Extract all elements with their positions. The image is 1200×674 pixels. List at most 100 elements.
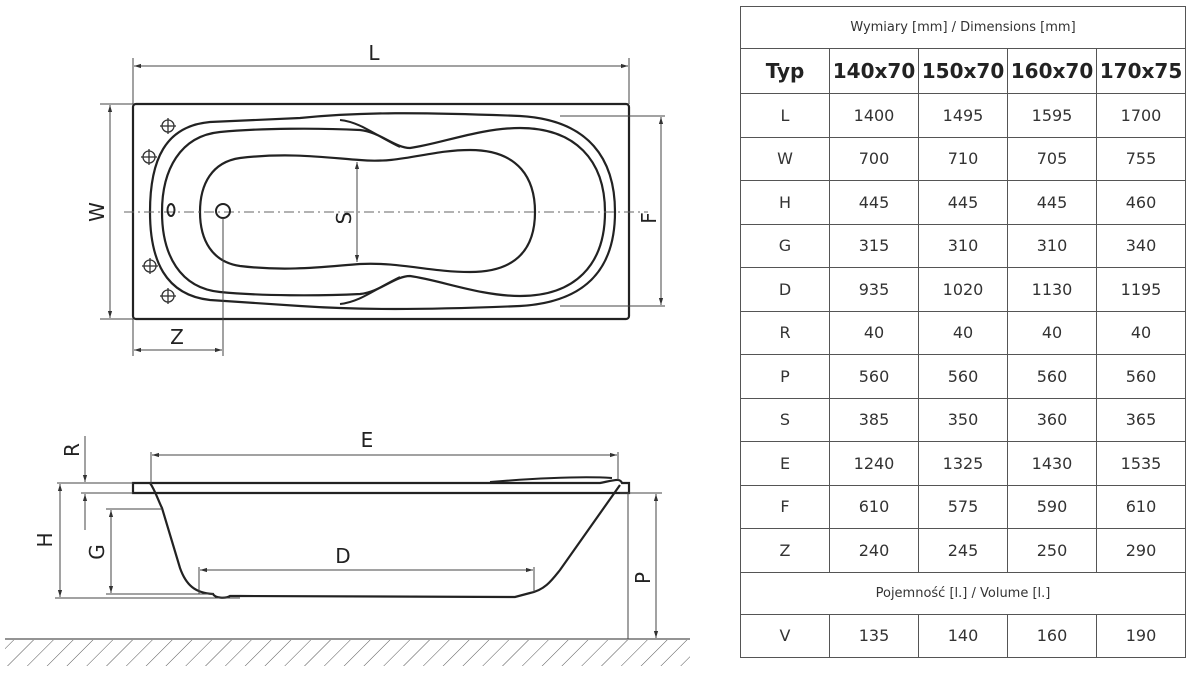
- cell: 445: [829, 180, 919, 225]
- cell: 1700: [1096, 93, 1186, 138]
- cell: 190: [1096, 613, 1186, 658]
- cell: 705: [1007, 136, 1097, 181]
- cell: 40: [1007, 310, 1097, 355]
- cell: 575: [918, 484, 1008, 529]
- cell: 365: [1096, 397, 1186, 442]
- param-label: V: [740, 613, 830, 658]
- dimension-d: [198, 567, 535, 594]
- cell: 40: [829, 310, 919, 355]
- side-view: E D R H G P: [5, 428, 690, 666]
- header-model: 140x70: [829, 48, 919, 94]
- param-label: F: [740, 484, 830, 529]
- dimension-w: [100, 103, 133, 320]
- cell: 40: [918, 310, 1008, 355]
- volume-title: Pojemność [l.] / Volume [l.]: [740, 571, 1186, 615]
- param-label: W: [740, 136, 830, 181]
- cell: 250: [1007, 528, 1097, 573]
- cell: 560: [1096, 354, 1186, 399]
- cell: 240: [829, 528, 919, 573]
- cell: 935: [829, 267, 919, 312]
- dimension-l: [132, 58, 630, 104]
- param-label: D: [740, 267, 830, 312]
- cell: 1535: [1096, 441, 1186, 486]
- param-label: Z: [740, 528, 830, 573]
- overflow-icon: [166, 203, 176, 217]
- cell: 315: [829, 223, 919, 268]
- cell: 445: [918, 180, 1008, 225]
- dimension-z: [132, 218, 224, 356]
- cell: 245: [918, 528, 1008, 573]
- label-r: R: [60, 443, 84, 457]
- dimensions-title: Wymiary [mm] / Dimensions [mm]: [740, 6, 1186, 49]
- param-label: R: [740, 310, 830, 355]
- header-model: 150x70: [918, 48, 1008, 94]
- label-w: W: [85, 202, 109, 222]
- dimension-e: [150, 452, 619, 484]
- cell: 1020: [918, 267, 1008, 312]
- drain-icon: [215, 203, 231, 219]
- cell: 1130: [1007, 267, 1097, 312]
- dimension-p: [620, 492, 662, 639]
- cell: 1240: [829, 441, 919, 486]
- cell: 755: [1096, 136, 1186, 181]
- dimension-r: [57, 436, 133, 530]
- cell: 1495: [918, 93, 1008, 138]
- label-p: P: [631, 572, 655, 584]
- cell: 1195: [1096, 267, 1186, 312]
- tub-contour-wave: [339, 119, 401, 305]
- table-header-row: Typ 140x70 150x70 160x70 170x75: [740, 48, 1186, 94]
- cell: 385: [829, 397, 919, 442]
- volume-title-row: Pojemność [l.] / Volume [l.]: [740, 571, 1186, 615]
- cell: 710: [918, 136, 1008, 181]
- cell: 310: [1007, 223, 1097, 268]
- dimensions-title-row: Wymiary [mm] / Dimensions [mm]: [740, 6, 1186, 49]
- label-f: F: [637, 212, 661, 224]
- dimensions-table: Wymiary [mm] / Dimensions [mm] Typ 140x7…: [740, 6, 1186, 658]
- cell: 700: [829, 136, 919, 181]
- header-type: Typ: [740, 48, 830, 94]
- tub-rim-outer: [148, 112, 617, 311]
- dimension-g: [106, 508, 213, 595]
- param-label: E: [740, 441, 830, 486]
- label-d: D: [335, 544, 350, 568]
- cell: 160: [1007, 613, 1097, 658]
- mounting-hole-icons: [141, 118, 176, 304]
- cell: 1400: [829, 93, 919, 138]
- cell: 1430: [1007, 441, 1097, 486]
- param-label: S: [740, 397, 830, 442]
- cell: 310: [918, 223, 1008, 268]
- header-model: 160x70: [1007, 48, 1097, 94]
- cell: 460: [1096, 180, 1186, 225]
- param-label: H: [740, 180, 830, 225]
- cell: 590: [1007, 484, 1097, 529]
- label-g: G: [85, 544, 109, 560]
- tub-rim-inner: [160, 126, 607, 298]
- tub-rim-side: [131, 478, 631, 495]
- cell: 560: [918, 354, 1008, 399]
- bathtub-technical-drawing: L W Z S F: [5, 41, 690, 666]
- cell: 1595: [1007, 93, 1097, 138]
- cell: 340: [1096, 223, 1186, 268]
- label-s: S: [332, 212, 356, 225]
- label-h: H: [33, 532, 57, 547]
- header-model: 170x75: [1096, 48, 1186, 94]
- cell: 560: [829, 354, 919, 399]
- cell: 135: [829, 613, 919, 658]
- label-z: Z: [170, 325, 184, 349]
- cell: 610: [829, 484, 919, 529]
- cell: 40: [1096, 310, 1186, 355]
- dimension-f: [560, 115, 665, 307]
- cell: 1325: [918, 441, 1008, 486]
- cell: 610: [1096, 484, 1186, 529]
- tub-body-side: [149, 482, 621, 599]
